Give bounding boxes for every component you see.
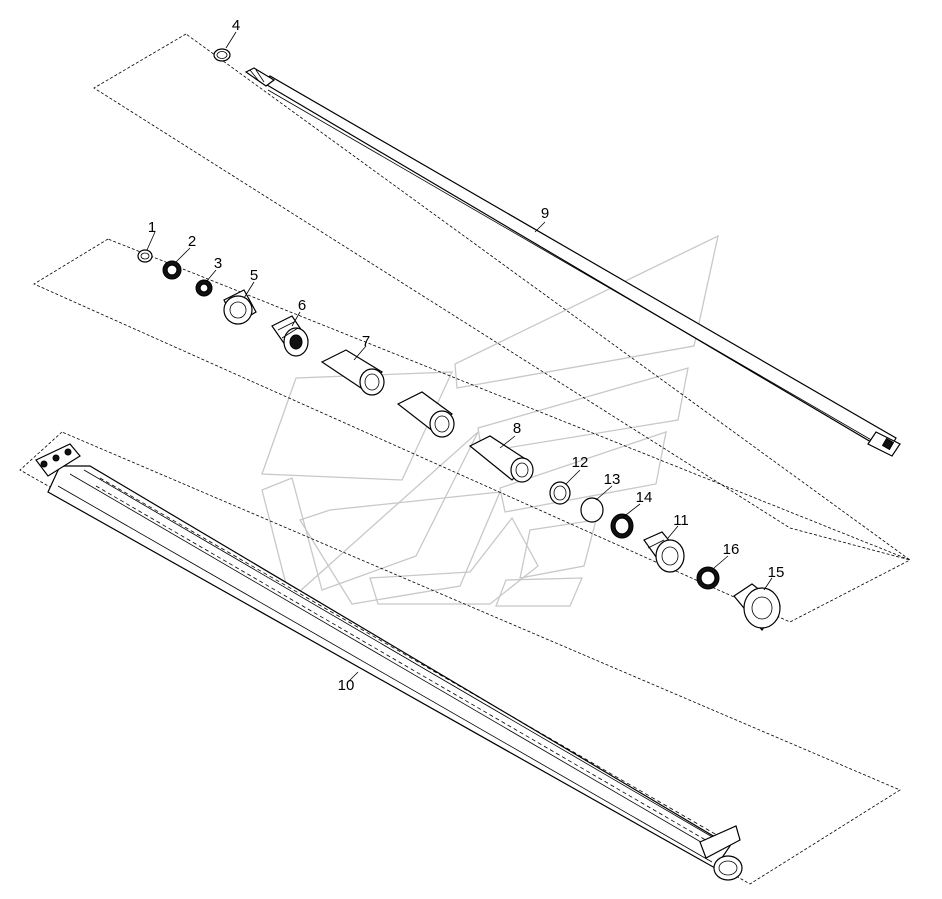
- callout-15: 15: [768, 564, 785, 581]
- barrel-group-boundary: [19, 431, 901, 885]
- nut-part-15: [733, 583, 781, 631]
- callout-6: 6: [298, 297, 306, 314]
- cylinder-barrel: [35, 443, 743, 881]
- callout-10: 10: [338, 677, 355, 694]
- piston-group-boundary: [33, 238, 911, 623]
- callout-16: 16: [723, 541, 740, 558]
- callout-13: 13: [604, 471, 621, 488]
- rod-group-boundary: [93, 33, 911, 561]
- leader-lines: [146, 31, 773, 683]
- piston-rod: [244, 67, 901, 457]
- callout-3: 3: [214, 255, 222, 272]
- callout-8: 8: [513, 420, 521, 437]
- callout-9: 9: [541, 205, 549, 222]
- callout-12: 12: [572, 454, 589, 471]
- stylized-logo-watermark: [261, 234, 719, 607]
- callout-7: 7: [362, 333, 370, 350]
- guide-bushing-part-6: [271, 315, 309, 357]
- ring-part-13: [580, 497, 604, 523]
- callout-11: 11: [673, 512, 689, 529]
- guide-sleeve-part-5: [223, 289, 257, 325]
- callout-4: 4: [232, 17, 240, 34]
- ring-part-12: [549, 481, 571, 505]
- callout-5: 5: [250, 267, 258, 284]
- ring-part-4: [213, 48, 231, 62]
- sleeve-part-8: [468, 435, 534, 483]
- piston-part-11: [643, 531, 685, 573]
- ring-part-1: [137, 249, 153, 263]
- callout-1: 1: [148, 219, 156, 236]
- callout-labels: 1 2 3 4 5 6 7 8 9 10 11 12 13 14 15 16: [148, 17, 785, 694]
- sleeve-part-7: [320, 349, 455, 438]
- callout-2: 2: [188, 233, 196, 250]
- callout-14: 14: [636, 489, 653, 506]
